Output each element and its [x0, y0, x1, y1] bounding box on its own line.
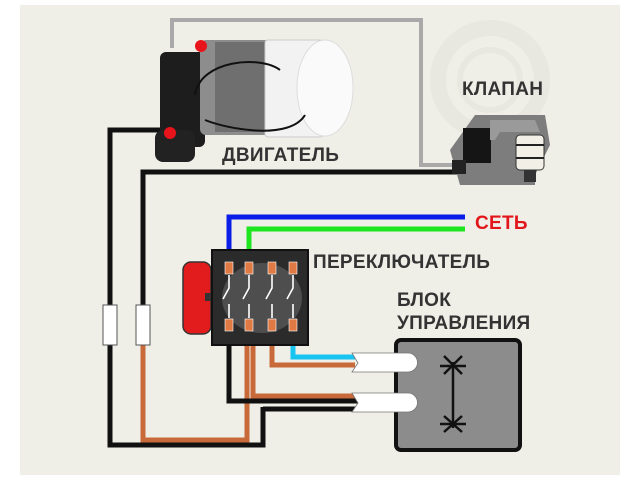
connector-lower	[351, 392, 418, 413]
mains-label: СЕТЬ	[475, 213, 528, 234]
control-unit-label-line1: БЛОК	[397, 290, 452, 311]
wire-orange-switch-control	[250, 325, 355, 399]
valve	[450, 115, 550, 185]
wire-black-valve	[140, 169, 462, 310]
control-unit-label-line2: УПРАВЛЕНИЯ	[397, 313, 531, 334]
motor	[155, 39, 354, 162]
wire-black-motor-left	[107, 127, 266, 448]
wire-orange-switch-fuse	[140, 325, 250, 443]
switch	[182, 249, 309, 346]
wire-black-switch-control	[226, 325, 360, 404]
control-unit	[351, 338, 522, 452]
motor-terminal-top-dot	[195, 40, 207, 52]
switch-label: ПЕРЕКЛЮЧАТЕЛЬ	[313, 252, 491, 273]
connector-upper	[351, 352, 418, 373]
motor-label: ДВИГАТЕЛЬ	[222, 145, 340, 166]
motor-terminal-bottom-dot	[164, 127, 176, 139]
wire-gray-motor-valve	[170, 18, 455, 167]
valve-label: КЛАПАН	[462, 79, 544, 100]
fuse-right	[135, 304, 151, 346]
fuse-left	[102, 304, 118, 346]
